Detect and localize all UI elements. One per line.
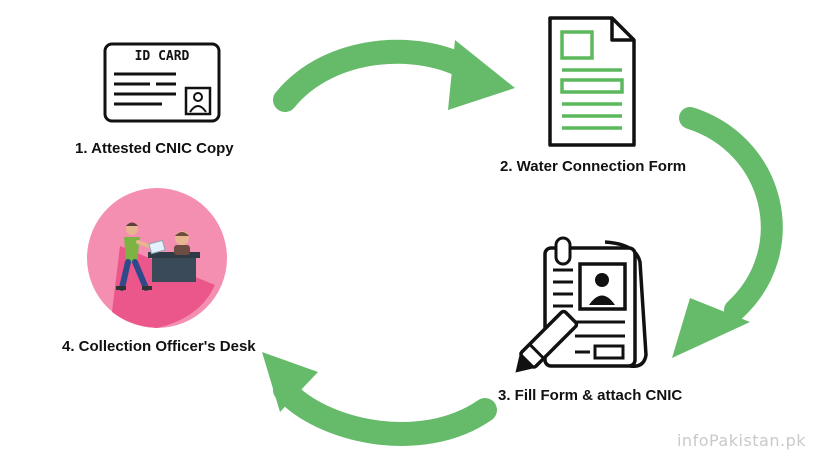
arrow-step3-to-step4 <box>262 352 497 446</box>
id-card-icon: ID CARD <box>103 42 221 123</box>
watermark-text: infoPakistan.pk <box>676 431 806 450</box>
officer-desk-icon <box>87 188 227 328</box>
form-document-icon <box>548 16 636 147</box>
id-card-title: ID CARD <box>135 49 190 64</box>
step-3-label: 3. Fill Form & attach CNIC <box>498 387 683 404</box>
arrow-step1-to-step2 <box>273 39 515 112</box>
step-2-label: 2. Water Connection Form <box>500 158 687 175</box>
clipboard-pen-icon <box>515 236 648 373</box>
arrow-step2-to-step3 <box>672 107 783 358</box>
step-4-label: 4. Collection Officer's Desk <box>62 338 256 355</box>
step-1-label: 1. Attested CNIC Copy <box>75 140 234 157</box>
